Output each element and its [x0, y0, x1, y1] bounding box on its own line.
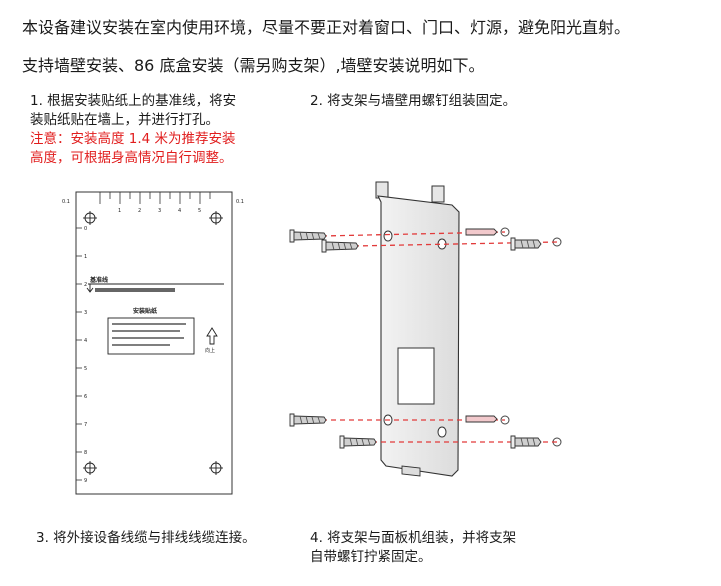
baseline-arrow-icon	[86, 284, 94, 293]
intro-line-1: 本设备建议安装在室内使用环境，尽量不要正对着窗口、门口、灯源，避免阳光直射。	[22, 18, 631, 37]
top-tick-2: 2	[138, 208, 141, 214]
mounting-bracket	[377, 195, 460, 477]
up-arrow-label: 向上	[205, 347, 215, 354]
corner-label-right: 0.1	[236, 199, 244, 205]
top-tick-5: 5	[198, 208, 201, 214]
side-tick-8: 8	[84, 450, 87, 456]
top-tick-1: 1	[118, 208, 121, 214]
up-arrow-icon	[206, 327, 218, 345]
side-tick-3: 3	[84, 310, 87, 316]
drill-hole-markers	[83, 211, 223, 475]
step-3-instructions: 3. 将外接设备线缆与排线线缆连接。	[36, 530, 256, 546]
step-1-line-1: 1. 根据安装贴纸上的基准线，将安	[30, 93, 237, 109]
step-2-instructions: 2. 将支架与墙壁用螺钉组装固定。	[310, 93, 517, 109]
baseline-label: 基准线	[89, 276, 108, 284]
side-tick-5: 5	[84, 366, 87, 372]
side-tick-6: 6	[84, 394, 87, 400]
side-tick-9: 9	[84, 478, 87, 484]
screw-icon	[289, 229, 327, 243]
alignment-guides	[321, 231, 558, 443]
step-1-warning-2: 高度，可根据身高情况自行调整。	[30, 150, 233, 166]
step-1-warning-1: 注意：安装高度 1.4 米为推荐安装	[30, 131, 236, 147]
step-4-line-2: 自带螺钉拧紧固定。	[310, 549, 432, 565]
side-tick-0: 0	[84, 226, 87, 232]
sticker-title: 安装贴纸	[133, 307, 157, 315]
side-tick-2: 2	[84, 282, 87, 288]
wall-anchor-icon	[465, 228, 498, 423]
top-tick-4: 4	[178, 208, 181, 214]
step-4-instructions: 4. 将支架与面板机组装，并将支架 自带螺钉拧紧固定。	[310, 529, 516, 567]
top-tick-3: 3	[158, 208, 161, 214]
intro-line-2: 支持墙壁安装、86 底盒安装（需另购支架）,墙壁安装说明如下。	[22, 56, 485, 75]
step-4-line-1: 4. 将支架与面板机组装，并将支架	[310, 530, 517, 546]
step-1-instructions: 1. 根据安装贴纸上的基准线，将安 装贴纸贴在墙上，并进行打孔。 注意：安装高度…	[30, 92, 236, 168]
step-1-line-2: 装贴纸贴在墙上，并进行打孔。	[30, 112, 219, 128]
side-tick-7: 7	[84, 422, 87, 428]
side-tick-4: 4	[84, 338, 87, 344]
corner-label-left: 0.1	[62, 199, 70, 205]
side-tick-1: 1	[84, 254, 87, 260]
bracket-window	[397, 347, 435, 405]
